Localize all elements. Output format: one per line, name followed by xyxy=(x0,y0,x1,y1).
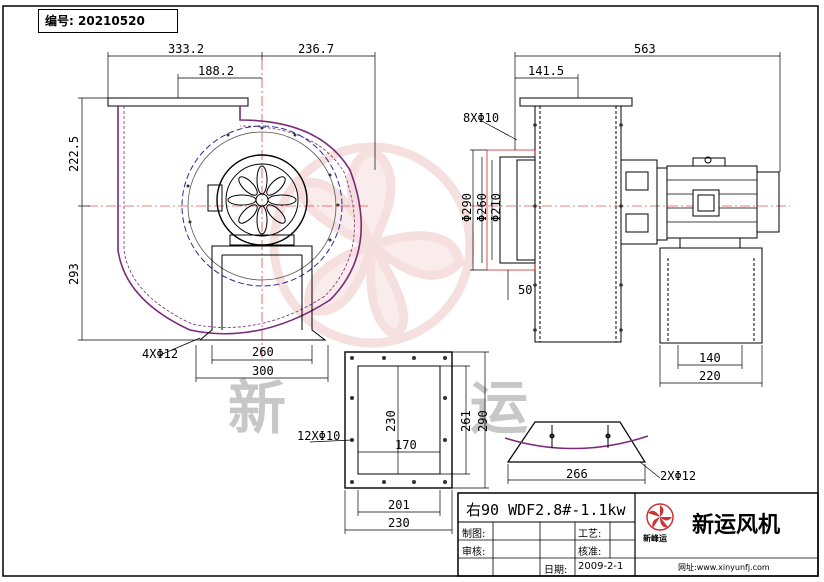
dim-300: 300 xyxy=(252,364,274,378)
dim-141-5: 141.5 xyxy=(528,64,564,78)
dim-266: 266 xyxy=(566,467,588,481)
dim-220: 220 xyxy=(699,369,721,383)
model-label: 右90 WDF2.8#-1.1kw xyxy=(466,501,626,519)
dim-260: 260 xyxy=(252,345,274,359)
dim-phi260: Φ260 xyxy=(475,193,489,222)
dim-phi210: Φ210 xyxy=(489,193,503,222)
date-value: 2009-2-1 xyxy=(578,561,624,572)
craft-label: 工艺: xyxy=(578,529,602,540)
drawn-by-label: 制图: xyxy=(462,529,486,540)
dim-12x-phi10: 12XΦ10 xyxy=(297,429,340,443)
date-label: 日期: xyxy=(544,565,568,576)
dim-2x-phi12: 2XΦ12 xyxy=(660,469,696,483)
drawing-number-label: 编号: xyxy=(45,14,74,28)
front-view: 563 141.5 8XΦ10 Φ290 Φ260 Φ210 50 140 22… xyxy=(460,42,790,387)
drawing-number-box: 编号: 20210520 xyxy=(38,9,178,33)
title-block xyxy=(457,492,819,577)
dim-phi290: Φ290 xyxy=(460,193,474,222)
side-view: 333.2 236.7 188.2 222.5 293 4XΦ12 260 30… xyxy=(67,42,376,382)
dim-236-7: 236.7 xyxy=(298,42,334,56)
dim-170: 170 xyxy=(395,438,417,452)
drawing-number-value: 20210520 xyxy=(78,14,145,28)
watermark-char-left: 新 xyxy=(228,374,286,442)
dim-188-2: 188.2 xyxy=(198,64,234,78)
dim-563: 563 xyxy=(634,42,656,56)
dim-222-5: 222.5 xyxy=(67,136,81,172)
dim-261: 261 xyxy=(459,410,473,432)
review-label: 审核: xyxy=(462,547,486,558)
drawing-frame xyxy=(2,5,819,577)
dim-4x-phi12: 4XΦ12 xyxy=(142,347,178,361)
company-name: 新运风机 xyxy=(692,513,781,538)
dim-201: 201 xyxy=(388,498,410,512)
outlet-flange-view: 12XΦ10 230 170 261 290 201 230 xyxy=(297,351,490,534)
approve-label: 核准: xyxy=(578,547,602,558)
mount-bracket-view: 266 2XΦ12 xyxy=(504,421,696,484)
dim-230-vertical: 230 xyxy=(384,410,398,432)
dim-50: 50 xyxy=(518,283,532,297)
watermark-char-right: 运 xyxy=(470,374,528,442)
logo-text: 新峰运 xyxy=(643,534,667,543)
dim-293: 293 xyxy=(67,263,81,285)
watermark-logo xyxy=(269,142,475,348)
dim-140: 140 xyxy=(699,351,721,365)
dim-230-horizontal: 230 xyxy=(388,516,410,530)
company-website: 网址:www.xinyunfj.com xyxy=(678,563,770,572)
dim-8x-phi10: 8XΦ10 xyxy=(463,111,499,125)
dim-333-2: 333.2 xyxy=(168,42,204,56)
company-logo xyxy=(646,503,674,531)
dim-290: 290 xyxy=(476,410,490,432)
